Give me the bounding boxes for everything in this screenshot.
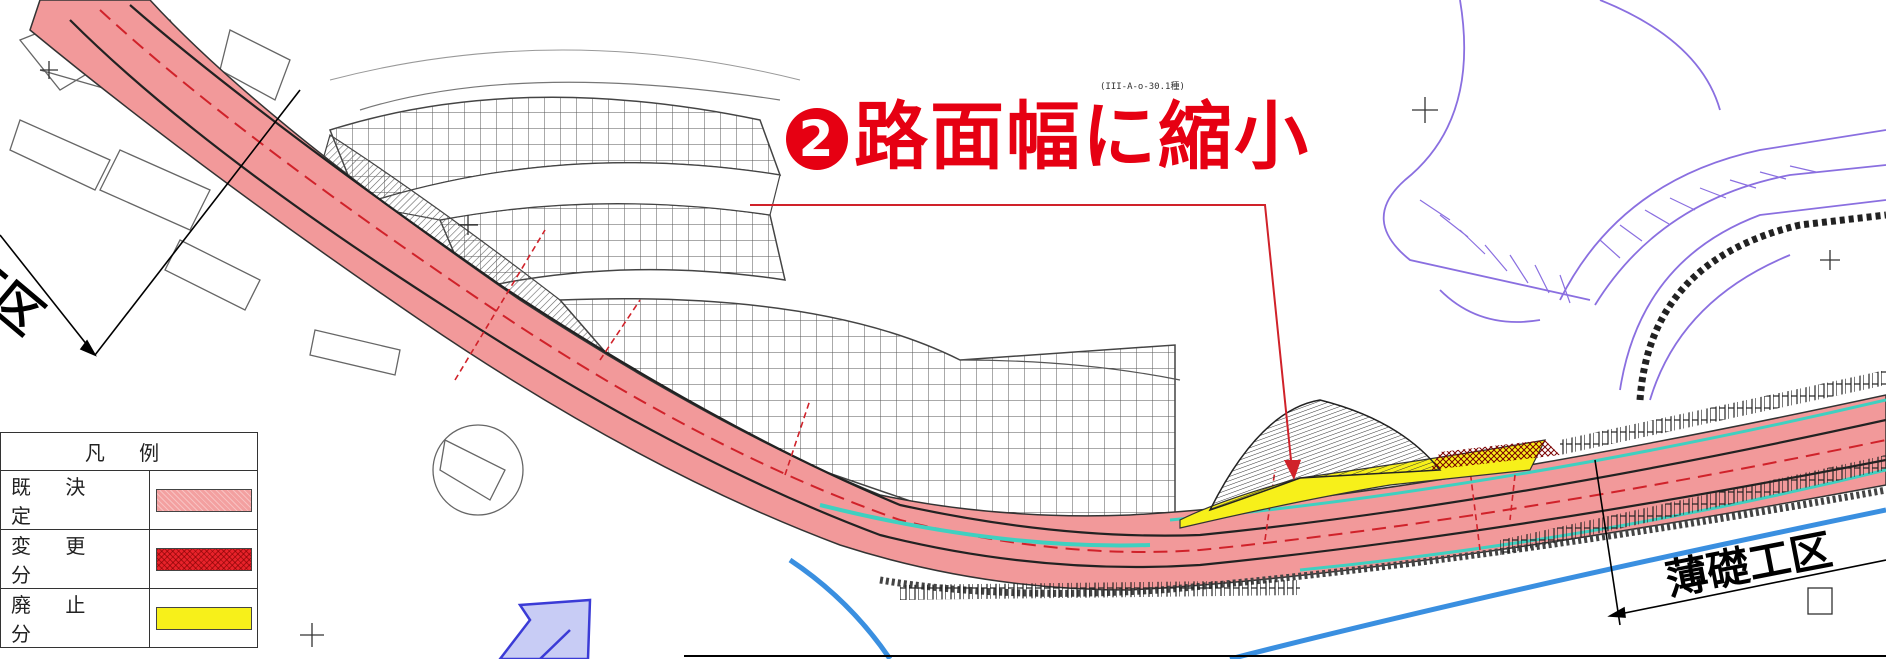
purple-slope-ticks <box>1419 165 1817 304</box>
legend: 凡 例 既 決 定 変 更 分 廃 止 分 <box>0 432 258 648</box>
dashed-ring-structure <box>1636 211 1886 401</box>
legend-label: 変 更 分 <box>0 529 151 589</box>
callout-number-badge: 2 <box>786 108 848 170</box>
tick-fence <box>900 370 1886 600</box>
crosshair-marks <box>40 61 1840 647</box>
legend-swatch-decided <box>155 488 252 512</box>
purple-slope-contours <box>1382 0 1886 401</box>
legend-title: 凡 例 <box>0 432 258 471</box>
callout-text: 路面幅に縮小 <box>854 94 1310 180</box>
section-arrows <box>0 89 1886 626</box>
legend-label: 廃 止 分 <box>0 588 151 648</box>
legend-swatch-changed <box>155 547 252 571</box>
water-lines <box>788 507 1886 659</box>
abandoned-section <box>1179 399 1560 529</box>
legend-row: 既 決 定 <box>0 470 258 530</box>
legend-label: 既 決 定 <box>0 470 151 530</box>
survey-marker-box <box>1807 587 1833 615</box>
drawing-note: (III-A-o-30.1種) <box>1100 82 1185 92</box>
callout-leader <box>750 204 1301 480</box>
blue-direction-arrow <box>498 598 592 659</box>
building-outlines <box>9 19 524 516</box>
legend-row: 変 更 分 <box>0 529 258 589</box>
legend-row: 廃 止 分 <box>0 588 258 648</box>
legend-swatch-abandoned <box>155 606 252 630</box>
